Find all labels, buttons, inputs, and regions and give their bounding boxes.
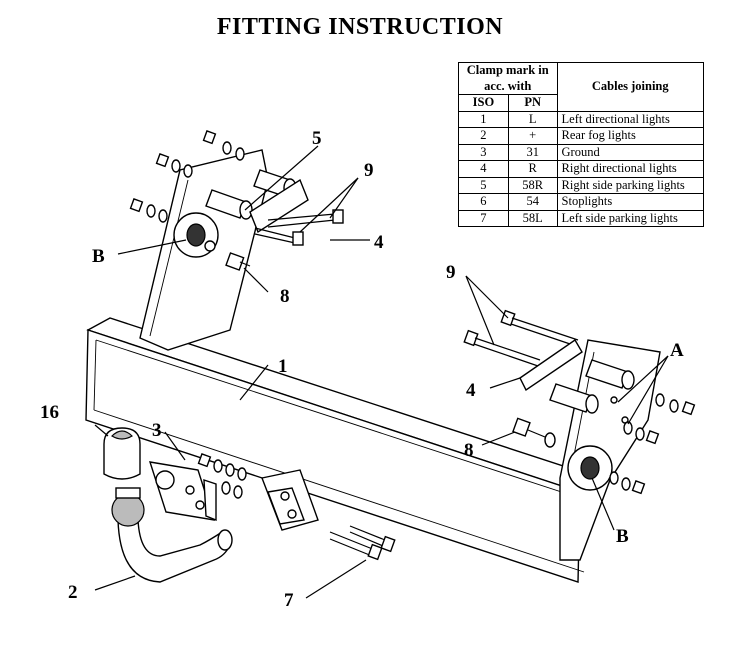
- table-header-row: Clamp mark in acc. with Cables joining: [458, 62, 705, 112]
- label-2: 2: [68, 582, 78, 603]
- label-7: 7: [284, 590, 294, 611]
- label-B-right: B: [616, 526, 629, 547]
- bolt-8-left: [225, 252, 251, 271]
- label-B-left: B: [92, 246, 105, 267]
- part-labels: 5 9 4 B 8 1 16 3 2 7 9 4 8 A B: [40, 128, 684, 611]
- cable-cell: Ground: [556, 143, 705, 161]
- page-title: FITTING INSTRUCTION: [216, 14, 504, 40]
- bolt-8-right: [512, 417, 556, 448]
- cable-cell: Stoplights: [556, 193, 705, 211]
- ball-cover: [103, 427, 141, 480]
- nut-washer-set: [655, 393, 696, 416]
- table-row: 6 54 Stoplights: [458, 193, 705, 211]
- pn-cell: 54: [507, 193, 558, 211]
- label-8-left: 8: [280, 286, 290, 307]
- label-9-right: 9: [446, 262, 456, 283]
- label-8-right: 8: [464, 440, 474, 461]
- label-16: 16: [40, 402, 59, 423]
- spacer-tube: [549, 383, 599, 414]
- hitch-mount: [261, 469, 396, 561]
- cable-cell: Right side parking lights: [556, 176, 705, 194]
- nut-washer-set: [221, 481, 243, 499]
- tow-ball-arm: [111, 487, 233, 583]
- right-hardware: [463, 309, 696, 495]
- socket-plate: [148, 453, 247, 522]
- label-A: A: [670, 340, 684, 361]
- nut-washer-set: [129, 198, 168, 223]
- crossbar: [85, 317, 602, 583]
- iso-cell: 7: [458, 209, 509, 227]
- cables-joining-header: Cables joining: [556, 62, 705, 112]
- long-bolt: [267, 209, 344, 228]
- spacer-tube: [585, 359, 635, 390]
- long-bolt: [500, 309, 579, 347]
- nut-washer-set: [197, 453, 247, 481]
- label-4-right: 4: [466, 380, 476, 401]
- cable-joining-table: Clamp mark in acc. with Cables joining I…: [458, 62, 705, 227]
- table-row: 7 58L Left side parking lights: [458, 209, 705, 227]
- long-bolt: [254, 227, 304, 246]
- label-4-left: 4: [374, 232, 384, 253]
- left-bracket: [139, 149, 269, 351]
- label-9-left: 9: [364, 160, 374, 181]
- cable-cell: Right directional lights: [556, 160, 705, 178]
- nut-washer-set: [609, 471, 646, 495]
- label-3: 3: [152, 420, 162, 441]
- table-row: 5 58R Right side parking lights: [458, 176, 705, 194]
- nut-washer-set: [202, 130, 245, 161]
- table-row: 4 R Right directional lights: [458, 160, 705, 178]
- leader-lines: [94, 145, 669, 599]
- long-bolt: [463, 329, 541, 367]
- iso-cell: 5: [458, 176, 509, 194]
- left-hardware: [129, 130, 344, 271]
- table-row: 3 31 Ground: [458, 143, 705, 161]
- bolt-7: [329, 525, 396, 561]
- pn-cell: 31: [507, 143, 558, 161]
- nut-washer-set: [623, 421, 660, 445]
- pn-cell: 58L: [507, 209, 558, 227]
- nut-washer-set: [155, 153, 193, 178]
- clamp-plate: [519, 338, 583, 392]
- label-5: 5: [312, 128, 322, 149]
- clamp-plate: [249, 178, 309, 234]
- clamp-mark-header: Clamp mark in acc. with: [458, 62, 558, 95]
- cable-cell: Left side parking lights: [556, 209, 705, 227]
- pn-header: PN: [507, 94, 558, 112]
- label-1: 1: [278, 356, 288, 377]
